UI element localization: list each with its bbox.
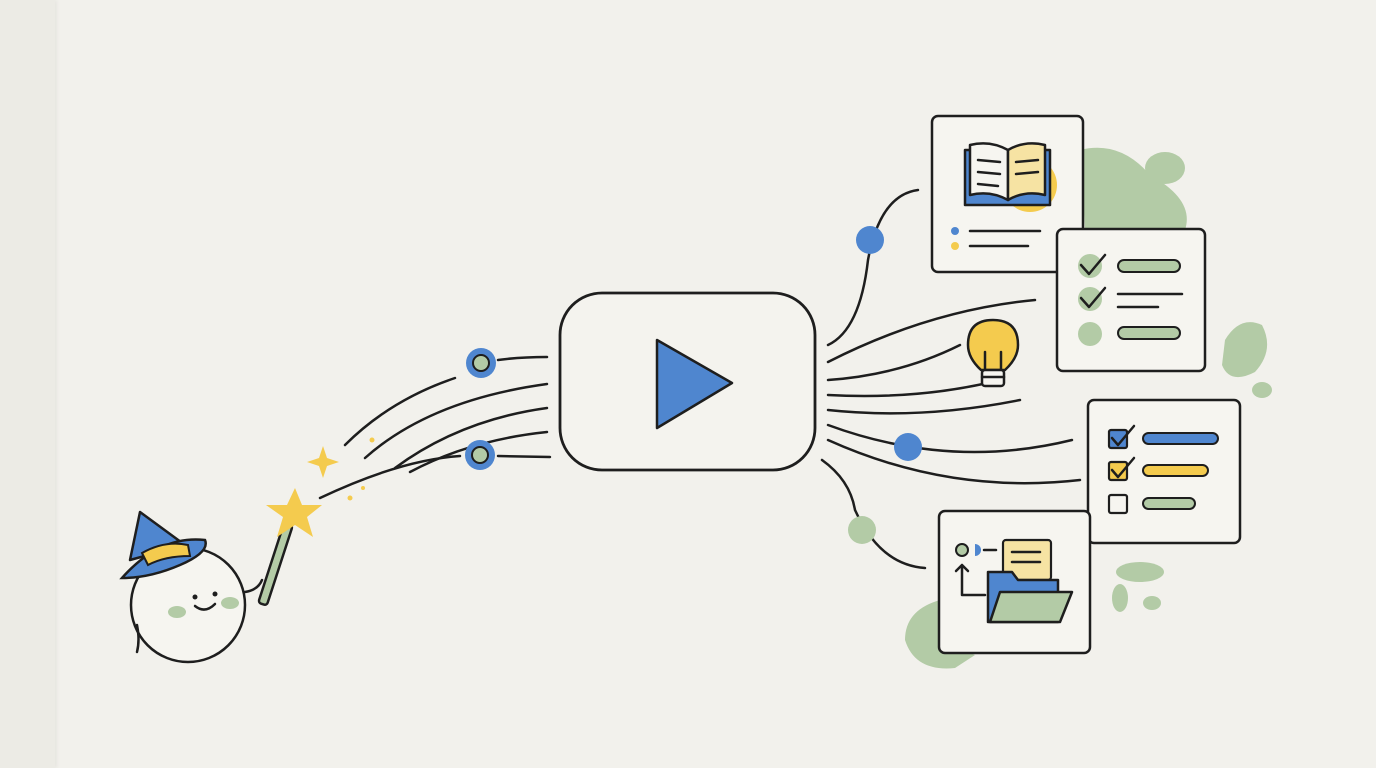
play-button-icon xyxy=(558,291,817,472)
left-edge-strip xyxy=(0,0,55,768)
sparkle-icon xyxy=(307,437,375,501)
lightbulb-icon xyxy=(966,318,1020,388)
folder-icon xyxy=(986,570,1074,624)
open-book-card xyxy=(930,114,1085,274)
flow-node xyxy=(465,348,496,470)
wizard-character xyxy=(119,510,247,664)
folder-card xyxy=(937,509,1092,655)
open-book-icon xyxy=(963,142,1052,207)
decor-blobs xyxy=(905,147,1272,669)
flow-lines-left xyxy=(318,355,552,500)
flow-lines-right xyxy=(820,188,1082,570)
flow-node xyxy=(848,226,922,544)
checklist-card xyxy=(1055,227,1207,373)
checkbox-list-card xyxy=(1086,398,1242,545)
magic-wand-icon xyxy=(243,488,322,606)
